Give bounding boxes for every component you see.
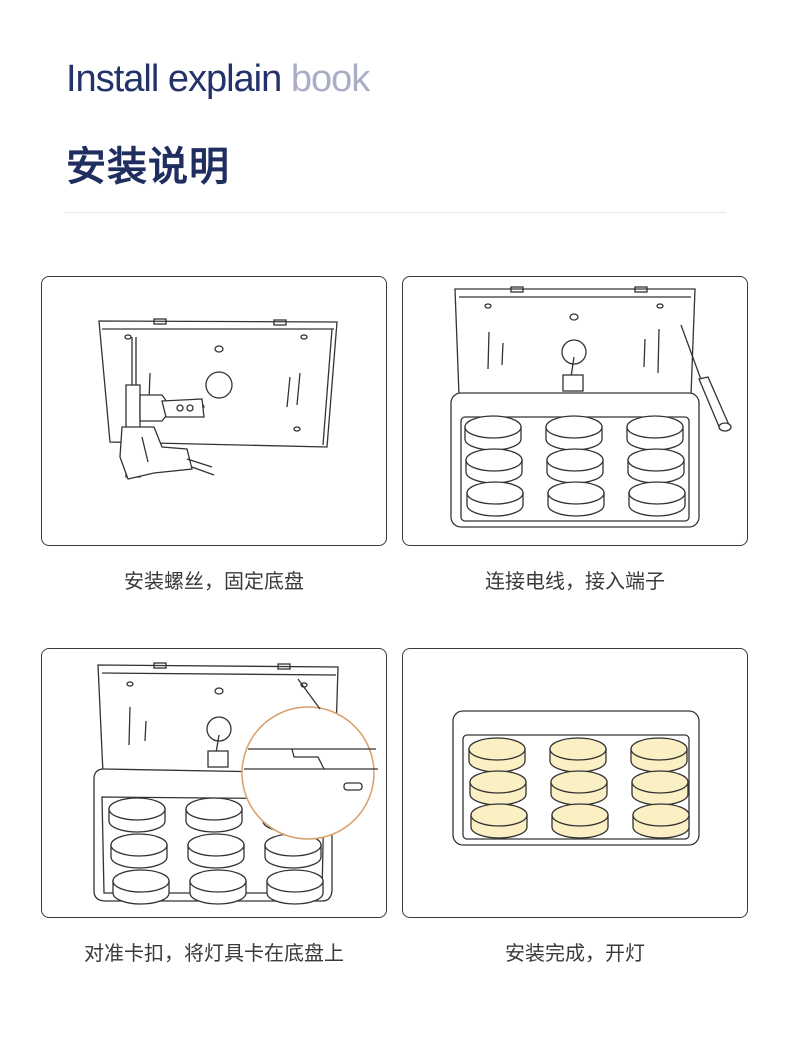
step-3-illustration <box>41 648 387 918</box>
lens-icon <box>112 869 170 905</box>
lens-icon <box>108 797 166 833</box>
title-en-primary: Install explain <box>66 58 291 100</box>
lens-icon <box>470 803 528 839</box>
lens-icon <box>626 415 684 451</box>
zoom-detail-icon <box>241 678 378 840</box>
step-1-illustration <box>41 276 387 546</box>
english-title: Install explain book <box>66 58 370 101</box>
step-3-caption: 对准卡扣，将灯具卡在底盘上 <box>84 941 344 965</box>
chinese-title: 安装说明 <box>66 144 230 190</box>
header-divider <box>64 212 726 213</box>
lens-icon <box>551 803 609 839</box>
drill-icon <box>119 337 215 480</box>
lens-icon <box>630 737 688 773</box>
lens-icon <box>264 833 322 869</box>
lens-icon <box>631 770 689 806</box>
lens-icon <box>628 481 686 517</box>
lamp-body-icon <box>450 392 700 528</box>
screwdriver-icon <box>680 324 732 432</box>
lens-icon <box>466 481 524 517</box>
title-en-secondary: book <box>290 58 370 100</box>
lens-icon <box>110 833 168 869</box>
lens-icon <box>632 803 690 839</box>
step-4-caption: 安装完成，开灯 <box>505 941 645 965</box>
step-2-illustration <box>402 276 748 546</box>
lens-icon <box>546 448 604 484</box>
lens-icon <box>266 869 324 905</box>
lens-icon <box>189 869 247 905</box>
lens-icon <box>465 448 523 484</box>
lens-icon <box>549 737 607 773</box>
step-1-caption: 安装螺丝，固定底盘 <box>124 569 304 593</box>
step-4-illustration <box>402 648 748 918</box>
lamp-body-icon <box>452 710 700 846</box>
lens-icon <box>187 833 245 869</box>
base-plate-icon <box>454 286 696 396</box>
step-2-caption: 连接电线，接入端子 <box>485 569 665 593</box>
lens-icon <box>468 737 526 773</box>
base-plate-icon <box>97 662 339 800</box>
lens-icon <box>464 415 522 451</box>
lens-icon <box>627 448 685 484</box>
lens-icon <box>545 415 603 451</box>
lens-icon <box>469 770 527 806</box>
lens-icon <box>550 770 608 806</box>
lens-icon <box>185 797 243 833</box>
lens-icon <box>547 481 605 517</box>
